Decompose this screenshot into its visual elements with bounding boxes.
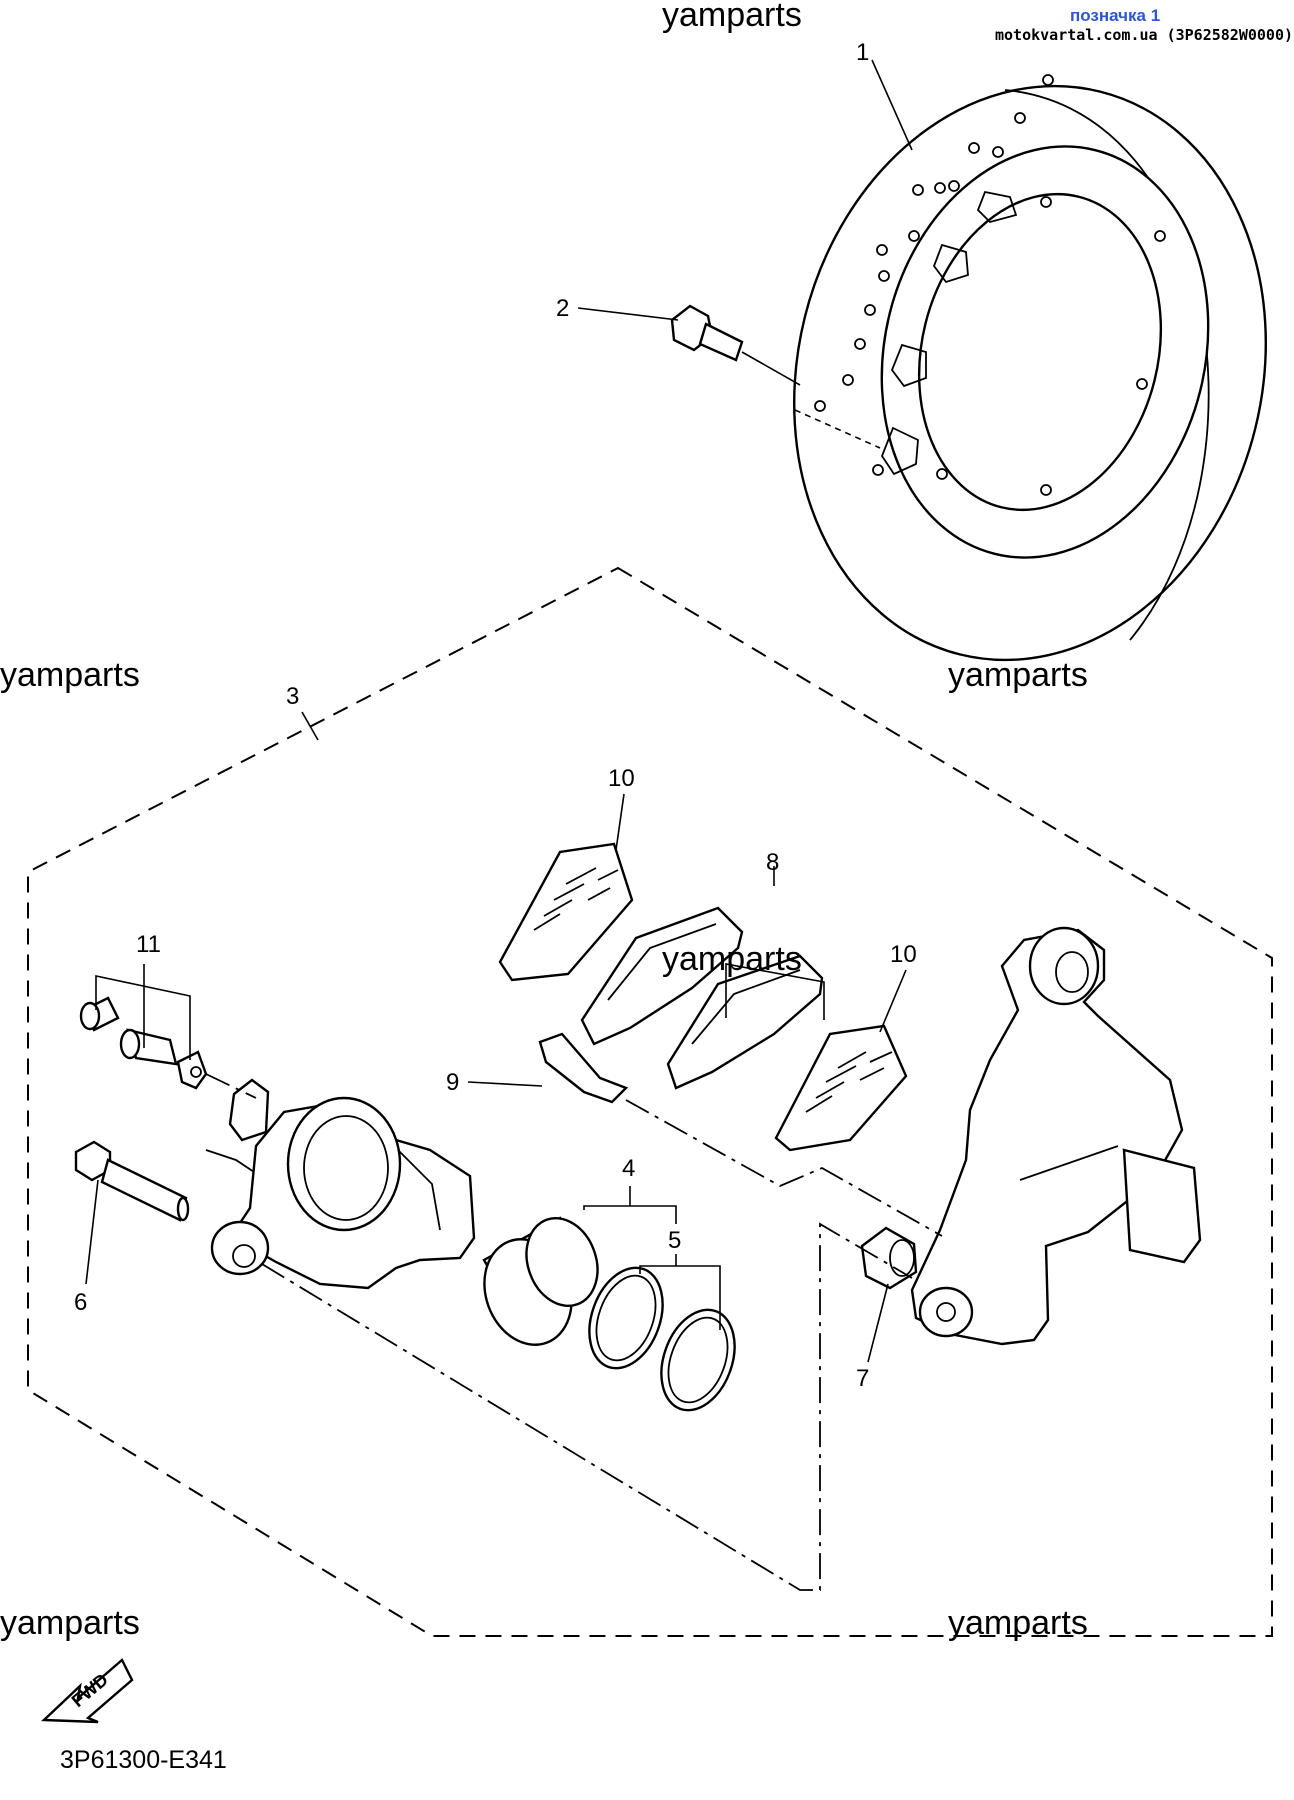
- callout-8: 8: [766, 849, 779, 876]
- caliper-piston: [482, 1216, 599, 1346]
- bleed-screw-set: [79, 996, 208, 1090]
- piston-seal-kit: [588, 1266, 736, 1412]
- callout-2: 2: [556, 295, 569, 322]
- diagram-code: 3P61300-E341: [60, 1746, 227, 1774]
- watermark-bottom-left: yamparts: [0, 1604, 140, 1642]
- pad-shim-upper: [498, 842, 634, 982]
- pad-shim-lower: [774, 1024, 908, 1152]
- piston-axis-chain: [261, 1222, 913, 1591]
- callout-1: 1: [856, 39, 869, 66]
- watermark-bottom-right: yamparts: [948, 1604, 1088, 1642]
- slide-pin-boot: [860, 1226, 918, 1290]
- watermark-center: yamparts: [662, 940, 802, 978]
- callout-10-upper: 10: [608, 765, 635, 792]
- pad-axis-chain: [625, 1099, 943, 1237]
- disc-bolt: [670, 304, 801, 386]
- watermark-left: yamparts: [0, 656, 140, 694]
- caliper-bracket: [910, 926, 1202, 1346]
- callout-9: 9: [446, 1069, 459, 1096]
- watermark-right: yamparts: [948, 656, 1088, 694]
- callout-11: 11: [136, 931, 161, 958]
- callout-7: 7: [856, 1365, 869, 1392]
- pad-spring: [538, 1032, 629, 1104]
- callout-6: 6: [74, 1289, 87, 1316]
- tag-label: позначка 1: [1070, 6, 1161, 25]
- brake-disc: [793, 74, 1267, 662]
- callout-4: 4: [622, 1155, 635, 1182]
- bleed-axis-chain: [205, 1073, 257, 1099]
- callout-3: 3: [286, 683, 299, 710]
- callout-5: 5: [668, 1227, 681, 1254]
- brake-pad-set: [580, 906, 824, 1090]
- caliper-body: [205, 1078, 476, 1290]
- callout-10-lower: 10: [890, 941, 917, 968]
- fwd-arrow-icon: FWD: [41, 1658, 134, 1724]
- leader-lines: [85, 59, 913, 1363]
- slide-pin-bolt: [74, 1140, 190, 1222]
- assembly-boundary: [27, 566, 1273, 1637]
- source-text: motokvartal.com.ua (3P62582W0000): [995, 26, 1294, 44]
- callout-numbers: 1 2 3 4 5 6 7 8 9 10 10 11: [74, 39, 917, 1392]
- watermark-top: yamparts: [662, 0, 802, 34]
